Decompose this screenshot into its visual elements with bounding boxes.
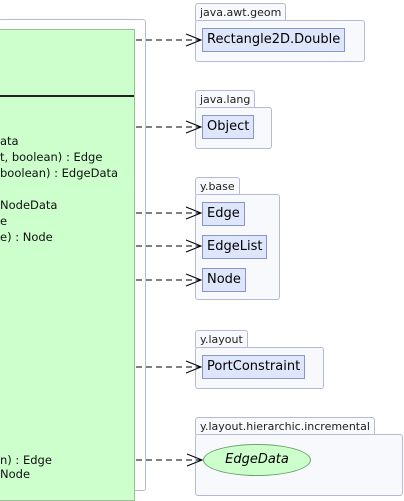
main-class-box: [0, 19, 146, 501]
package-tab-y-layout-hierarchic-incremental: y.layout.hierarchic.incremental: [195, 417, 375, 435]
uml-diagram: ata t, boolean) : Edge boolean) : EdgeDa…: [0, 3, 403, 501]
dependency-links: [136, 33, 204, 467]
arrowhead: [185, 273, 203, 287]
main-class-body: [0, 29, 135, 501]
class-edgedata: EdgeData: [203, 444, 311, 476]
class-edgelist: EdgeList: [202, 235, 268, 259]
member-line: NodeData: [0, 198, 58, 212]
member-line: boolean) : EdgeData: [0, 166, 119, 180]
arrowhead: [186, 453, 204, 467]
member-line: Node: [0, 467, 31, 481]
package-tab-y-layout: y.layout: [195, 330, 248, 348]
class-rectangle2d-double: Rectangle2D.Double: [202, 28, 346, 52]
package-tab-java-awt-geom: java.awt.geom: [195, 3, 287, 21]
member-line: t, boolean) : Edge: [0, 150, 103, 164]
arrowhead: [185, 239, 203, 253]
arrowhead: [185, 120, 203, 134]
package-tab-y-base: y.base: [195, 177, 240, 195]
member-line: n) : Edge: [0, 453, 52, 467]
class-object: Object: [202, 115, 255, 139]
class-portconstraint: PortConstraint: [202, 355, 306, 379]
member-line: ata: [0, 134, 19, 148]
class-node: Node: [202, 268, 246, 292]
class-edge: Edge: [202, 202, 245, 226]
class-header-divider: [0, 95, 134, 97]
arrowhead: [185, 206, 203, 220]
package-tab-java-lang: java.lang: [195, 90, 256, 108]
member-line: e) : Node: [0, 230, 53, 244]
arrowhead: [185, 33, 203, 47]
arrowhead: [185, 360, 203, 374]
member-line: e: [0, 214, 8, 228]
